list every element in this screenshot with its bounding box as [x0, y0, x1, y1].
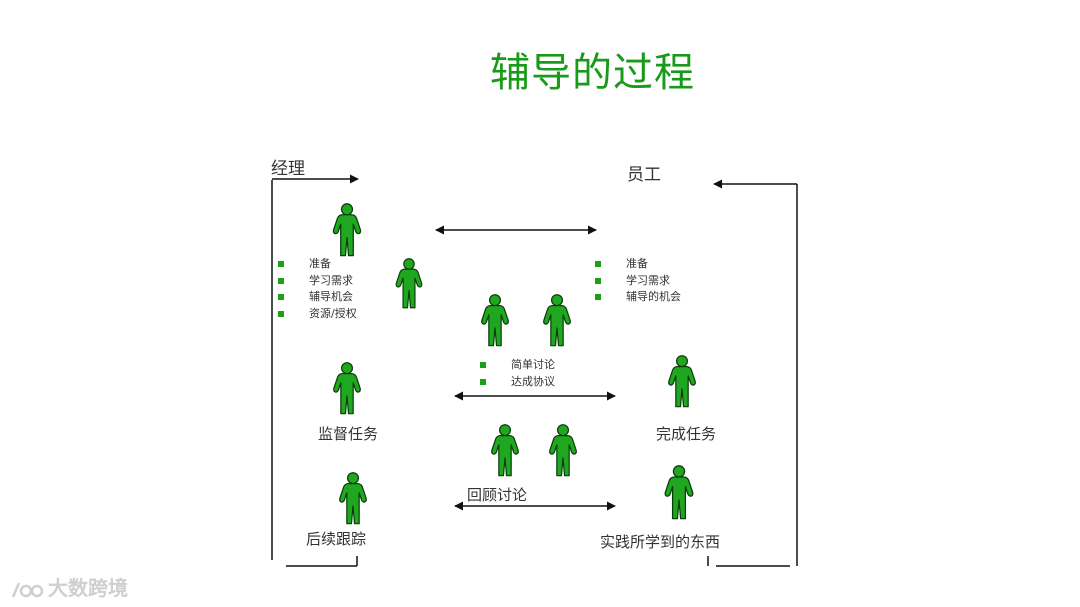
review-manager-person-icon: [491, 424, 519, 477]
manager-label: 经理: [271, 159, 305, 179]
followup-person-icon: [339, 472, 367, 525]
list-item: 辅导的机会: [595, 289, 681, 306]
monitor-person-icon: [333, 362, 361, 415]
review-label: 回顾讨论: [467, 486, 528, 504]
list-item: 达成协议: [480, 374, 555, 391]
complete-person-icon: [668, 355, 696, 408]
list-item: 学习需求: [595, 273, 681, 290]
discussion-employee-person-icon: [543, 294, 571, 347]
list-item: 资源/授权: [278, 306, 357, 323]
list-item: 简单讨论: [480, 357, 555, 374]
list-item: 准备: [278, 256, 357, 273]
employee-label: 员工: [627, 165, 661, 185]
monitor-label: 监督任务: [318, 425, 379, 443]
slide-title: 辅导的过程: [490, 50, 695, 96]
manager-prep-person-icon: [395, 258, 423, 309]
watermark: 大数跨境: [10, 572, 128, 601]
discussion-manager-person-icon: [481, 294, 509, 347]
complete-label: 完成任务: [656, 425, 717, 443]
employee-prep-list: 准备 学习需求 辅导的机会: [595, 256, 681, 306]
watermark-logo-icon: [11, 582, 44, 597]
list-item: 辅导机会: [278, 289, 357, 306]
discussion-list: 简单讨论 达成协议: [480, 357, 555, 390]
manager-person-icon: [332, 203, 362, 257]
list-item: 准备: [595, 256, 681, 273]
manager-prep-list: 准备 学习需求 辅导机会 资源/授权: [278, 256, 357, 322]
list-item: 学习需求: [278, 273, 357, 290]
watermark-text: 大数跨境: [48, 576, 128, 600]
practice-person-icon: [664, 465, 694, 520]
review-employee-person-icon: [549, 424, 577, 477]
practice-label: 实践所学到的东西: [600, 533, 721, 551]
followup-label: 后续跟踪: [306, 530, 367, 548]
